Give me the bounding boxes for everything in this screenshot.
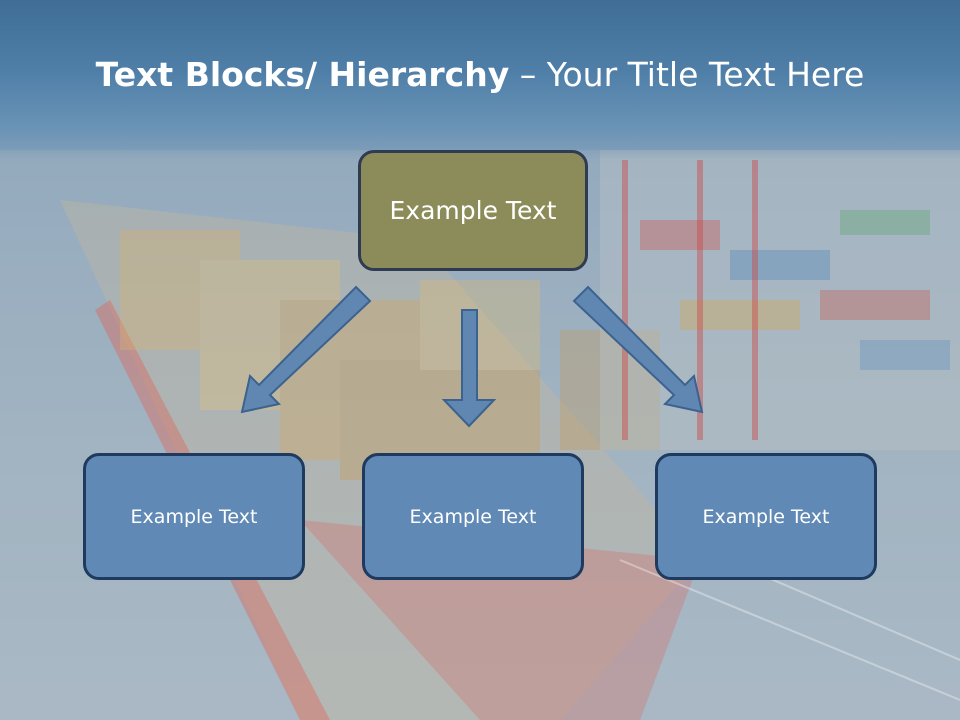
- slide-title: Text Blocks/ Hierarchy – Your Title Text…: [0, 52, 960, 98]
- top-level-label: Example Text: [389, 196, 557, 225]
- title-bar: [0, 0, 960, 160]
- child-box-3[interactable]: Example Text: [655, 453, 877, 580]
- child-label-1: Example Text: [130, 505, 258, 528]
- child-box-2[interactable]: Example Text: [362, 453, 584, 580]
- child-label-2: Example Text: [409, 505, 537, 528]
- title-rest: – Your Title Text Here: [509, 55, 865, 94]
- title-bold: Text Blocks/ Hierarchy: [95, 55, 510, 94]
- arrow-left: [240, 285, 372, 414]
- top-level-box[interactable]: Example Text: [358, 150, 588, 271]
- arrow-center: [441, 309, 497, 428]
- child-box-1[interactable]: Example Text: [83, 453, 305, 580]
- child-label-3: Example Text: [702, 505, 830, 528]
- arrow-right: [572, 285, 704, 414]
- hierarchy-arrows: [240, 285, 704, 428]
